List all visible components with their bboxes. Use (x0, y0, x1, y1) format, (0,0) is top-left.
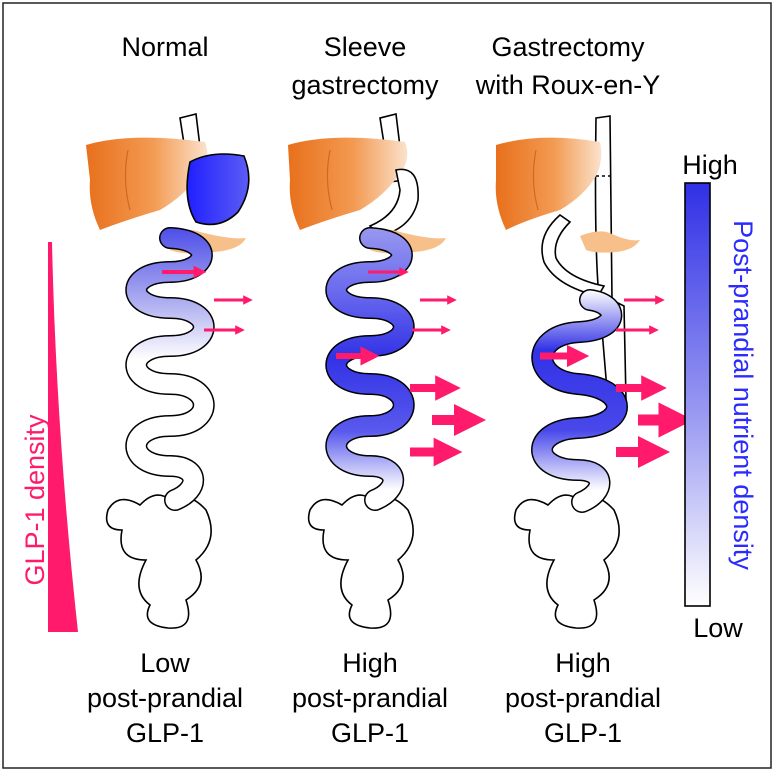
nutrient-density-label: Post-prandial nutrient density (728, 220, 758, 570)
nutrient-density-bar (685, 183, 710, 606)
result-labels: Low post-prandial GLP-1 High post-prandi… (87, 648, 661, 748)
result-normal-line1: Low (140, 648, 190, 678)
title-roux-line2: with Roux-en-Y (475, 70, 661, 100)
title-sleeve-line1: Sleeve (324, 32, 407, 62)
result-roux-line1: High (555, 648, 611, 678)
result-roux-line2: post-prandial (505, 683, 661, 713)
result-sleeve-line2: post-prandial (292, 683, 448, 713)
result-normal-line3: GLP-1 (126, 718, 204, 748)
nutrient-scale-low-label: Low (693, 613, 743, 643)
result-normal-line2: post-prandial (87, 683, 243, 713)
title-sleeve-line2: gastrectomy (291, 70, 439, 100)
result-roux-line3: GLP-1 (544, 718, 622, 748)
result-sleeve-line1: High (342, 648, 398, 678)
glp1-density-label: GLP-1 density (20, 414, 50, 586)
nutrient-scale-high-label: High (682, 150, 738, 180)
title-normal-line1: Normal (121, 32, 208, 62)
result-sleeve-line3: GLP-1 (331, 718, 409, 748)
title-roux-line1: Gastrectomy (491, 32, 645, 62)
